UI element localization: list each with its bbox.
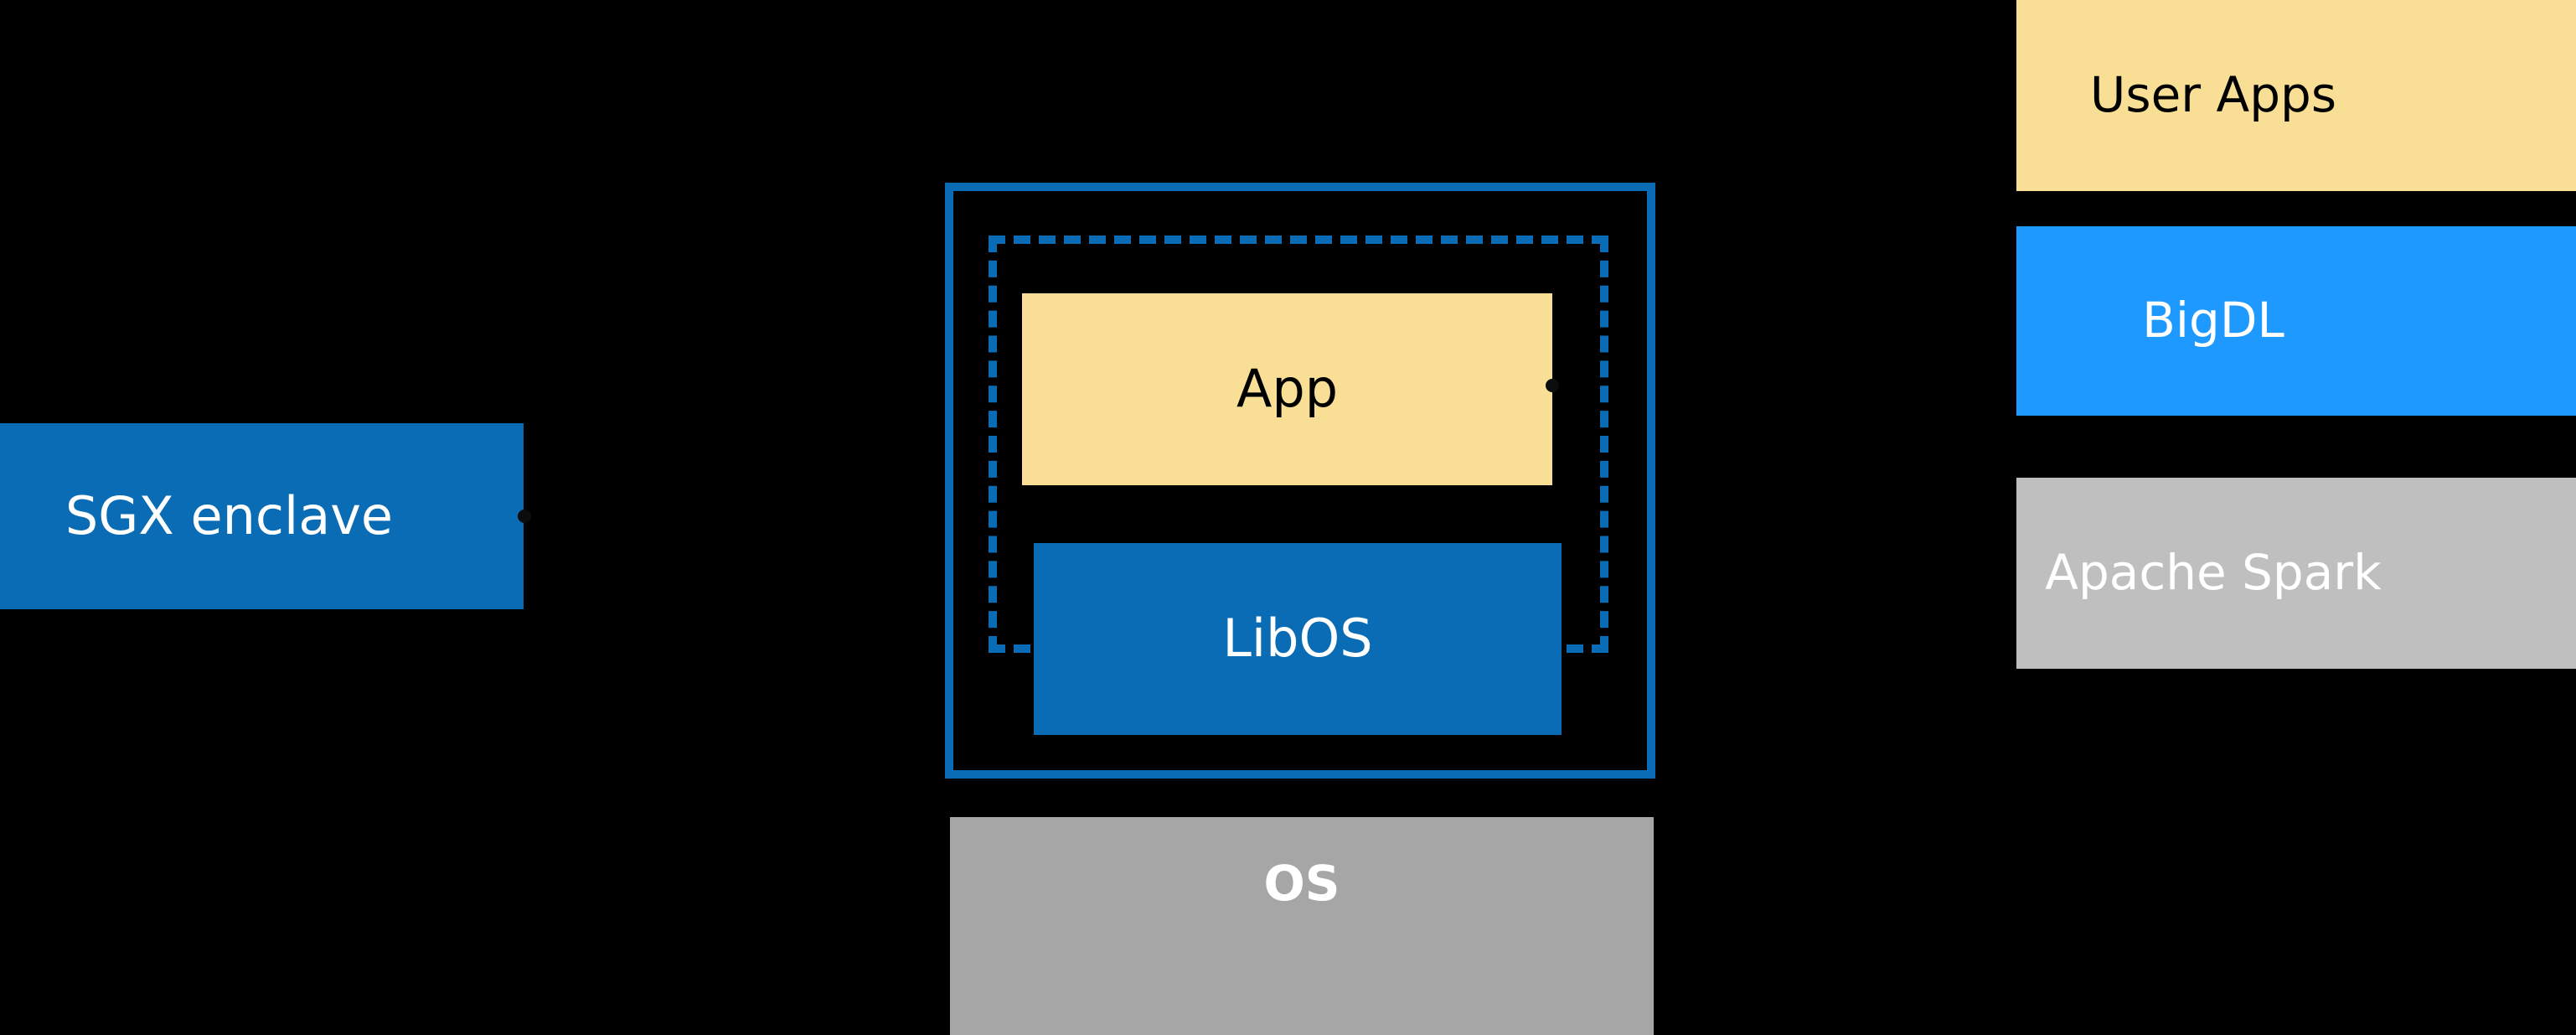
os-box: OS: [950, 817, 1654, 1035]
app-connector-arrowhead-icon: [1546, 379, 1559, 392]
app-box: App: [1022, 293, 1552, 485]
bigdl-label: BigDL: [2142, 292, 2284, 349]
libos-label: LibOS: [1222, 608, 1373, 670]
sgx-enclave-box: SGX enclave: [0, 423, 524, 609]
libos-box: LibOS: [1034, 543, 1562, 735]
user-apps-label: User Apps: [2089, 66, 2337, 124]
apache-spark-label: Apache Spark: [2045, 544, 2382, 602]
user-apps-box: User Apps: [2016, 0, 2576, 191]
enclave-outline: [945, 183, 1655, 779]
apache-spark-box: Apache Spark: [2016, 478, 2576, 669]
sgx-enclave-label: SGX enclave: [65, 484, 394, 546]
sgx-connector-arrowhead-icon: [518, 510, 531, 523]
app-label: App: [1236, 358, 1339, 420]
os-label: OS: [1263, 855, 1340, 912]
bigdl-box: BigDL: [2016, 226, 2576, 416]
